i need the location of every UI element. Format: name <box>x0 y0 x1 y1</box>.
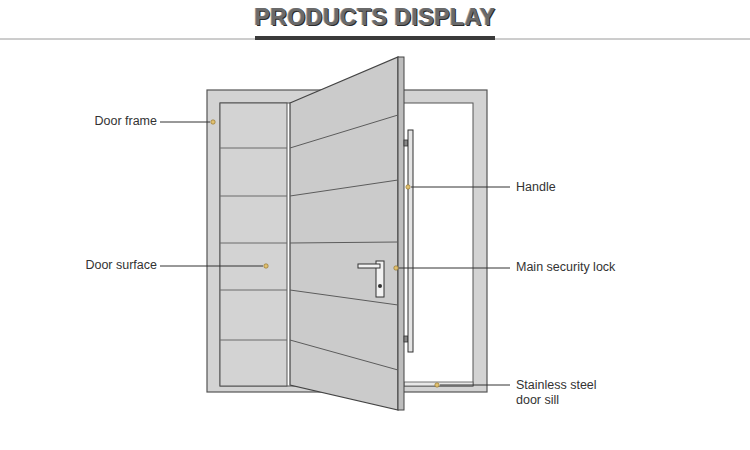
part-label: Door frame <box>94 114 157 129</box>
side-panel <box>220 103 287 386</box>
part-label: Main security lock <box>516 260 615 275</box>
leader-lines <box>160 122 510 385</box>
leader-dots <box>211 120 439 387</box>
page-title: PRODUCTS DISPLAY <box>0 4 750 31</box>
security-lock <box>358 261 384 297</box>
panel-grooves <box>220 148 287 340</box>
header-bar <box>255 36 495 40</box>
part-label: Door surface <box>85 258 157 273</box>
part-label: Handle <box>516 180 556 195</box>
pull-handle <box>404 130 413 352</box>
door-leaf <box>290 57 398 410</box>
door-edge <box>398 57 404 410</box>
part-label: Stainless steel door sill <box>516 378 616 408</box>
leaf-grooves <box>290 115 398 370</box>
